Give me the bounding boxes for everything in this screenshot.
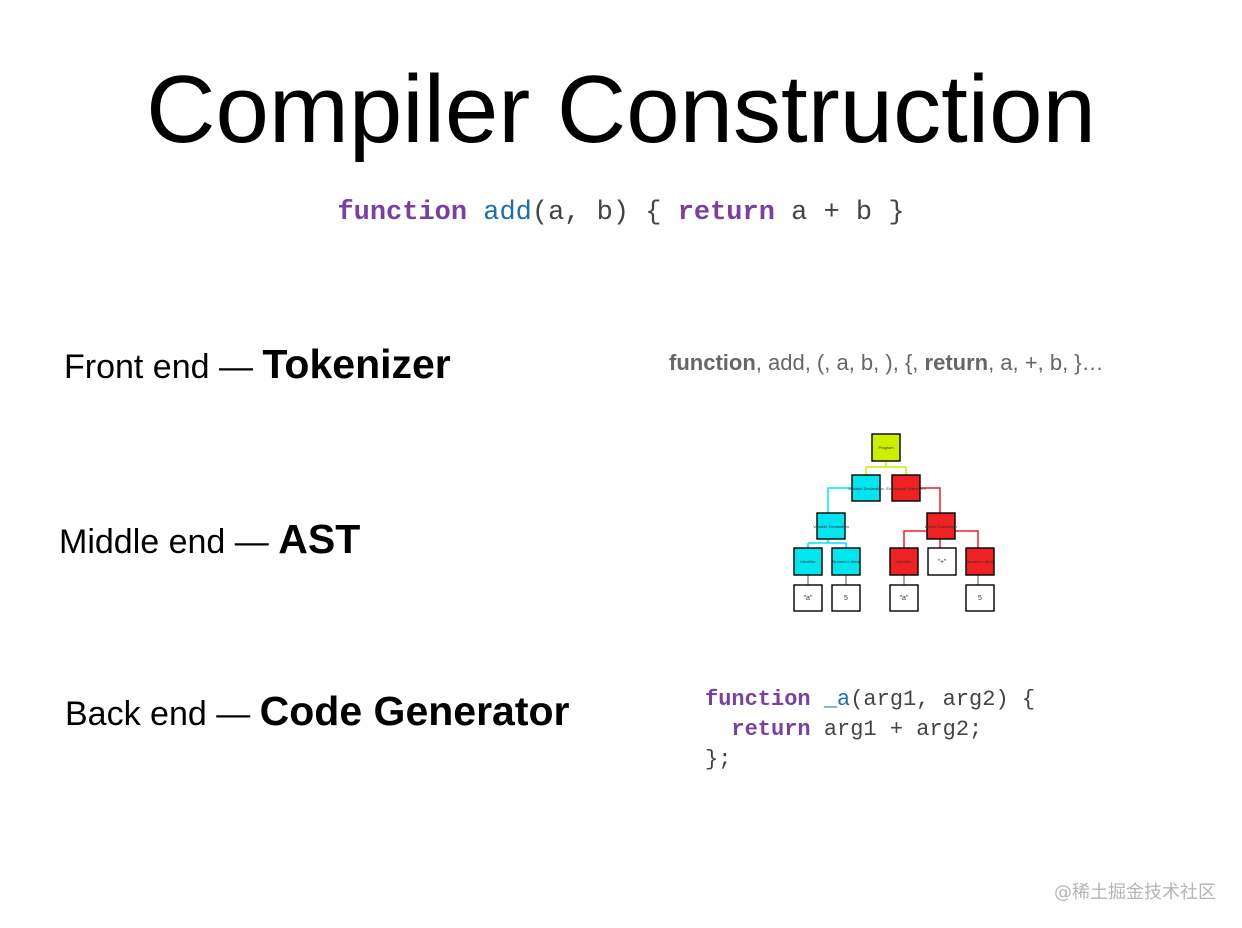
edge-leaves <box>807 575 979 585</box>
label-numeric-literal-1: Numeric Literal <box>833 559 860 564</box>
token-segment: , add, (, a, b, ), {, <box>755 350 925 375</box>
node-expr-stmt <box>891 474 921 502</box>
token-segment: , a, +, b, }… <box>988 350 1104 375</box>
label-identifier-1: Identifier <box>800 559 816 564</box>
edge-decl2 <box>807 539 847 548</box>
label-identifier-2: Identifier <box>896 559 912 564</box>
node-identifier-2 <box>889 547 919 576</box>
edge-expr <box>920 487 941 513</box>
stage-prefix: Middle end — <box>59 523 279 561</box>
node-numeric-literal-2 <box>965 547 995 576</box>
label-expr-stmt: Expression Statement <box>886 486 926 491</box>
stage-back-end: Back end — Code Generator <box>65 689 570 736</box>
label-leaf-a-1: "a" <box>804 595 813 602</box>
label-plus: "+" <box>937 559 947 566</box>
label-leaf-5-1: 5 <box>844 595 848 602</box>
ast-diagram: Program Variable Declaration Expression … <box>793 433 995 612</box>
token-function: function <box>669 350 756 375</box>
gen-keyword-function: function <box>705 687 811 712</box>
stage-name: Code Generator <box>259 688 570 734</box>
node-program <box>871 433 901 462</box>
node-var-decl-1 <box>851 474 881 502</box>
edge-decl <box>827 487 852 513</box>
token-return: return <box>924 350 989 375</box>
label-leaf-5-2: 5 <box>978 595 982 602</box>
keyword-return: return <box>677 198 775 228</box>
node-binary-expr <box>926 512 956 540</box>
node-plus <box>927 547 957 576</box>
stage-name: Tokenizer <box>262 341 451 387</box>
node-numeric-literal-1 <box>831 547 861 576</box>
label-numeric-literal-2: Numeric Literal <box>967 559 994 564</box>
leaf-5-2 <box>965 584 995 612</box>
label-program: Program <box>878 445 894 450</box>
gen-keyword-return: return <box>731 717 811 742</box>
node-var-decl-2 <box>816 512 846 540</box>
edge-program <box>865 461 907 475</box>
label-binary-expr: Binary Expression <box>925 524 957 529</box>
stage-name: AST <box>278 516 361 562</box>
code-body: a + b } <box>774 198 905 228</box>
label-leaf-a-2: "a" <box>900 595 909 602</box>
watermark: @稀土掘金技术社区 <box>1054 882 1216 903</box>
keyword-function: function <box>337 198 468 228</box>
stage-middle-end: Middle end — AST <box>59 517 360 564</box>
gen-line3: }; <box>705 747 732 772</box>
gen-line1-rest: (arg1, arg2) { <box>850 687 1036 712</box>
source-code-line: function add(a, b) { return a + b } <box>0 195 1242 231</box>
node-identifier-1 <box>793 547 823 576</box>
gen-line2-rest: arg1 + arg2; <box>810 717 983 742</box>
label-var-decl-2: Variable Declaration <box>813 524 849 529</box>
params: (a, b) { <box>531 198 678 228</box>
slide-title: Compiler Construction <box>146 56 1096 163</box>
token-list: function, add, (, a, b, ), {, return, a,… <box>669 348 1104 378</box>
generated-code: function _a(arg1, arg2) { return arg1 + … <box>705 685 1035 775</box>
function-name: add <box>483 198 532 228</box>
leaf-a-2 <box>889 584 919 612</box>
stage-prefix: Back end — <box>65 695 260 733</box>
gen-indent <box>705 717 731 742</box>
label-var-decl-1: Variable Declaration <box>848 486 884 491</box>
stage-front-end: Front end — Tokenizer <box>64 342 451 389</box>
stage-prefix: Front end — <box>64 348 263 386</box>
leaf-5-1 <box>831 584 861 612</box>
gen-function-name: _a <box>823 687 851 712</box>
leaf-a-1 <box>793 584 823 612</box>
